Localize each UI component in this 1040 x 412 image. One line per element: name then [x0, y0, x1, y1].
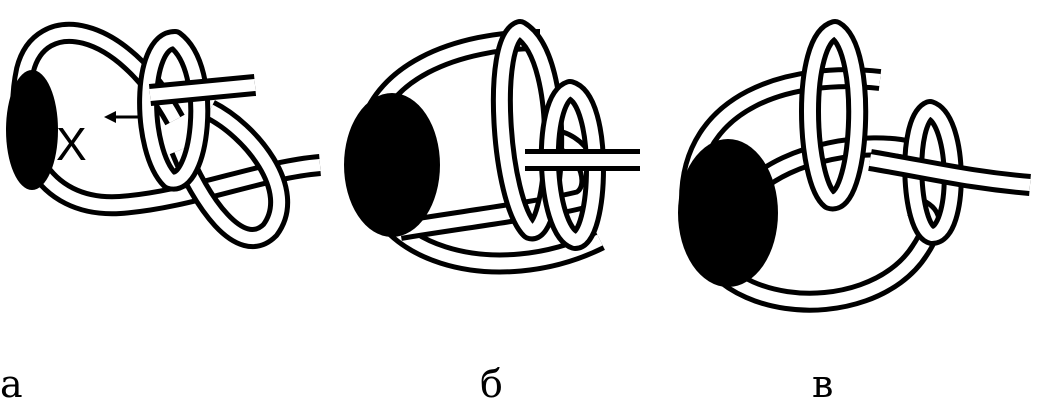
post-icon	[6, 70, 58, 190]
panel-b: б	[340, 0, 660, 412]
rope-ring-loop-left	[810, 30, 857, 200]
direction-arrow-icon	[104, 111, 140, 123]
panel-label-a: а	[0, 362, 23, 406]
rope-tail	[870, 160, 1030, 185]
panel-label-b: б	[480, 362, 503, 406]
knot-diagram-v	[670, 0, 1040, 360]
panel-v: в	[670, 0, 1040, 412]
panel-a: X а	[0, 0, 330, 412]
post-icon	[678, 139, 778, 287]
knot-diagram-a: X	[0, 0, 330, 360]
x-mark: X	[56, 118, 87, 170]
knot-diagram-b	[340, 0, 660, 360]
panel-label-v: в	[812, 362, 833, 406]
post-icon	[344, 93, 440, 237]
rope-tail	[150, 85, 255, 95]
